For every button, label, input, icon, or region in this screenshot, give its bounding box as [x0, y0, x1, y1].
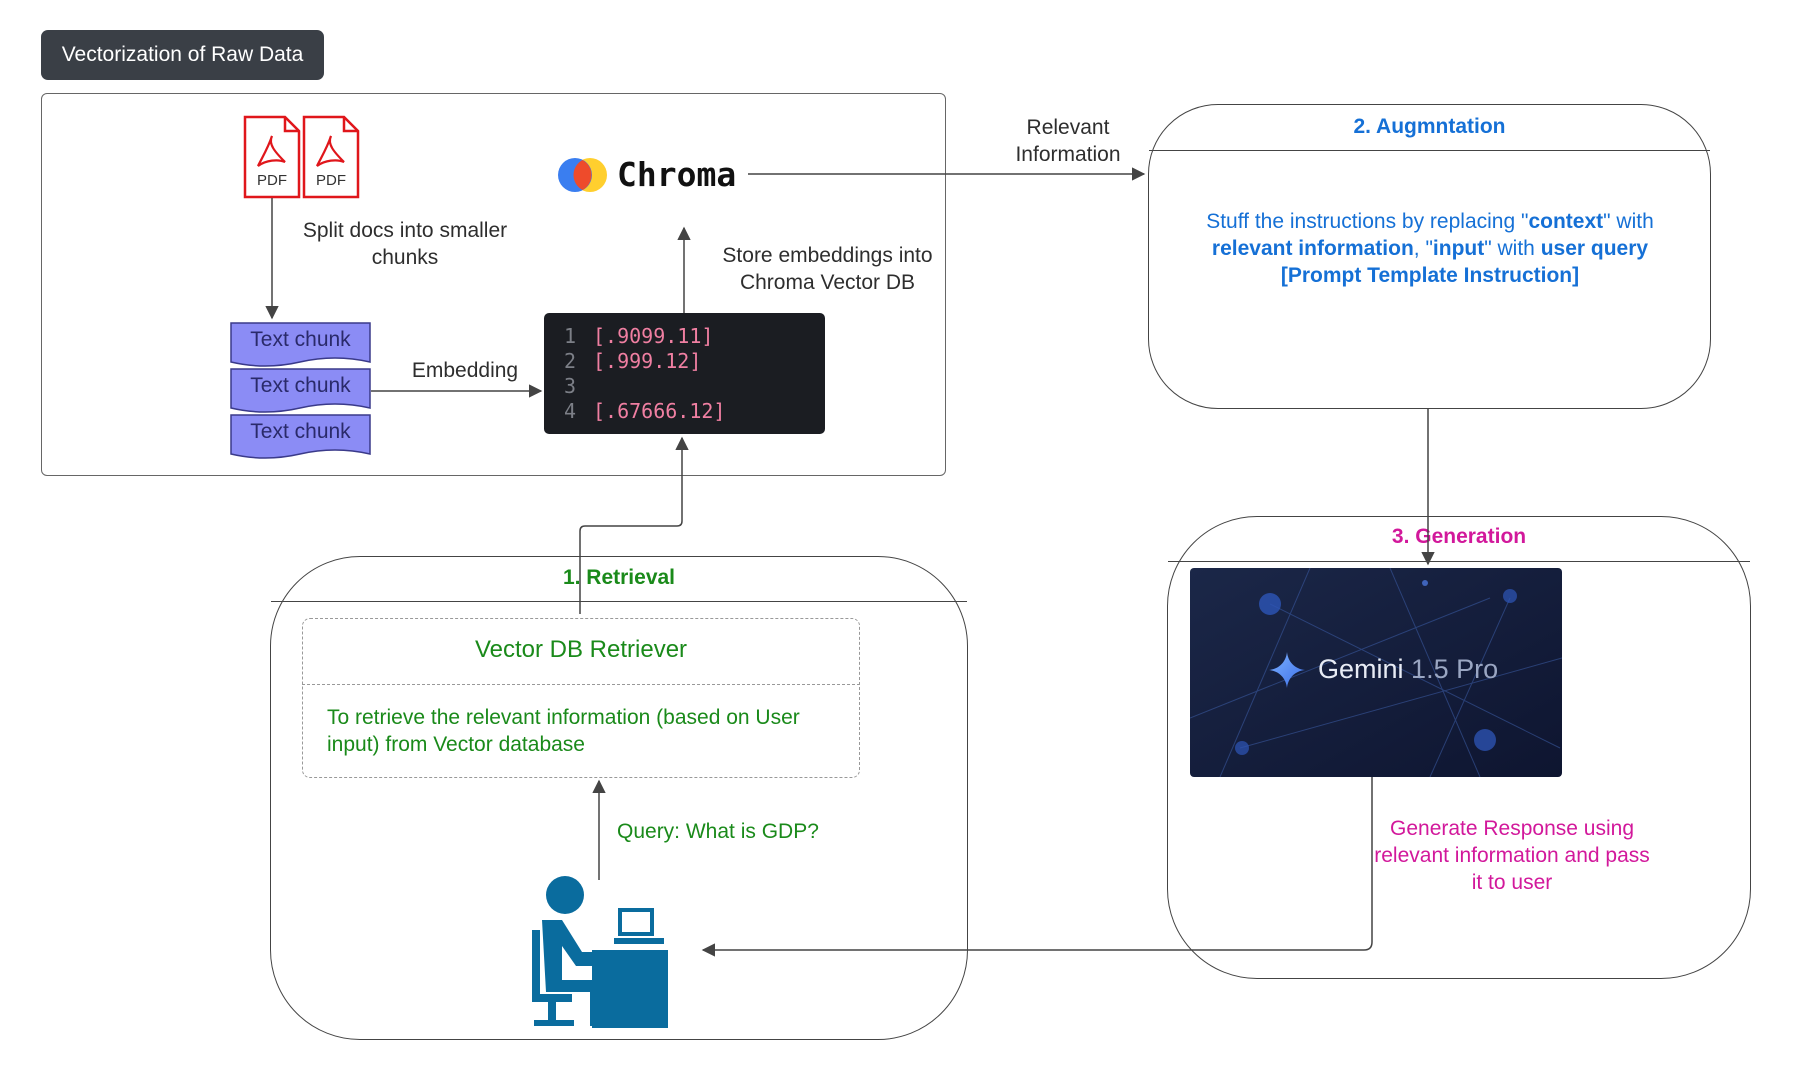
retrieval-header: 1. Retrieval [271, 557, 967, 602]
gemini-star-icon [1269, 652, 1305, 688]
chroma-logo-icon [557, 157, 609, 198]
vector-value: [.999.12] [593, 349, 702, 373]
retrieval-panel: 1. Retrieval [270, 556, 968, 1040]
generation-header: 3. Generation [1168, 517, 1750, 562]
pdf-icon: PDF [301, 114, 361, 199]
text-chunk: Text chunk [230, 414, 371, 462]
vector-db-retriever-box [302, 618, 860, 778]
augmentation-header: 2. Augmntation [1149, 105, 1710, 151]
store-embeddings-label: Store embeddings into Chroma Vector DB [722, 244, 933, 294]
chroma-logo-text: Chroma [617, 155, 737, 194]
embedding-label: Embedding [411, 359, 519, 382]
augmentation-description: Stuff the instructions by replacing "con… [1206, 210, 1654, 287]
text-chunk: Text chunk [230, 368, 371, 416]
gemini-image: Gemini 1.5 Pro [1190, 568, 1562, 777]
line-number: 4 [564, 399, 577, 423]
user-computer-icon [532, 876, 668, 1033]
svg-text:PDF: PDF [316, 172, 346, 189]
retriever-divider [302, 684, 860, 685]
line-number: 3 [564, 374, 577, 398]
retriever-description: To retrieve the relevant information (ba… [327, 706, 800, 756]
generate-response-label: Generate Response using relevant informa… [1374, 817, 1650, 894]
relevant-information-label: Relevant Information [1015, 116, 1121, 166]
line-number: 1 [564, 324, 577, 348]
gemini-model-version: 1.5 Pro [1411, 654, 1499, 684]
vector-value: [.67666.12] [593, 399, 726, 423]
augmentation-panel: 2. Augmntation [1148, 104, 1711, 409]
section-title: Vectorization of Raw Data [41, 30, 324, 80]
query-label: Query: What is GDP? [617, 820, 819, 843]
gemini-model-name: Gemini [1318, 654, 1404, 684]
embedding-code-block: 1 [.9099.11] 2 [.999.12] 3 4 [.67666.12] [544, 313, 825, 434]
retriever-title: Vector DB Retriever [474, 636, 688, 663]
generation-panel: 3. Generation [1167, 516, 1751, 979]
split-docs-label: Split docs into smaller chunks [302, 219, 508, 269]
line-number: 2 [564, 349, 577, 373]
vector-value: [.9099.11] [593, 324, 714, 348]
prompt-template-label: [Prompt Template Instruction] [1280, 264, 1580, 287]
svg-text:PDF: PDF [257, 172, 287, 189]
pdf-icon: PDF [242, 114, 302, 199]
text-chunk: Text chunk [230, 322, 371, 370]
vectorization-frame [41, 93, 946, 476]
